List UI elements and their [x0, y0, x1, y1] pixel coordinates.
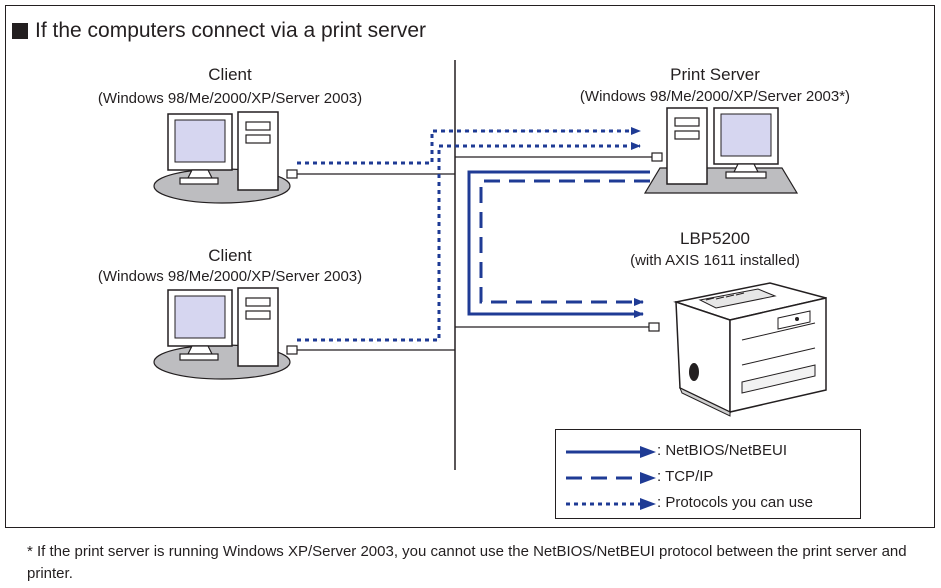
legend-item-tcpip: : TCP/IP	[556, 466, 860, 490]
print-server-sublabel: (Windows 98/Me/2000/XP/Server 2003*)	[579, 88, 851, 105]
dashed-arrow-icon	[566, 472, 656, 484]
section-heading: If the computers connect via a print ser…	[12, 19, 426, 43]
diagram-frame	[5, 5, 935, 528]
printer-port	[648, 322, 660, 332]
dotted-arrow-icon	[566, 498, 656, 510]
print-server-port	[651, 152, 663, 162]
netbios-path	[467, 170, 650, 318]
tcpip-path	[479, 179, 650, 306]
print-server-computer-icon	[643, 107, 799, 194]
printer-label: LBP5200	[680, 229, 750, 248]
client-top-label: Client	[208, 65, 252, 84]
legend-label: : Protocols you can use	[657, 494, 813, 511]
solid-arrow-icon	[566, 446, 656, 458]
client-bottom-computer-icon	[153, 287, 291, 380]
legend-label: : NetBIOS/NetBEUI	[657, 442, 788, 459]
client-top-computer-icon	[153, 111, 291, 204]
legend-label: : TCP/IP	[657, 468, 714, 485]
client-top-port	[286, 169, 298, 179]
printer-sublabel: (with AXIS 1611 installed)	[630, 252, 800, 269]
client-bottom-port	[286, 345, 298, 355]
square-bullet-icon	[12, 23, 28, 39]
footnote: * If the print server is running Windows…	[27, 543, 907, 582]
print-server-label: Print Server	[670, 65, 760, 84]
client-top-protocol-path	[297, 127, 641, 165]
client-top-sublabel: (Windows 98/Me/2000/XP/Server 2003)	[97, 90, 363, 107]
client-bottom-sublabel: (Windows 98/Me/2000/XP/Server 2003)	[97, 268, 363, 285]
legend-item-protocols: : Protocols you can use	[556, 492, 860, 516]
printer-icon	[673, 282, 827, 417]
client-bottom-label: Client	[208, 246, 252, 265]
legend-item-netbios: : NetBIOS/NetBEUI	[556, 440, 860, 464]
heading-text: If the computers connect via a print ser…	[35, 19, 427, 42]
legend-box: : NetBIOS/NetBEUI : TCP/IP : Protocols y…	[555, 429, 861, 519]
